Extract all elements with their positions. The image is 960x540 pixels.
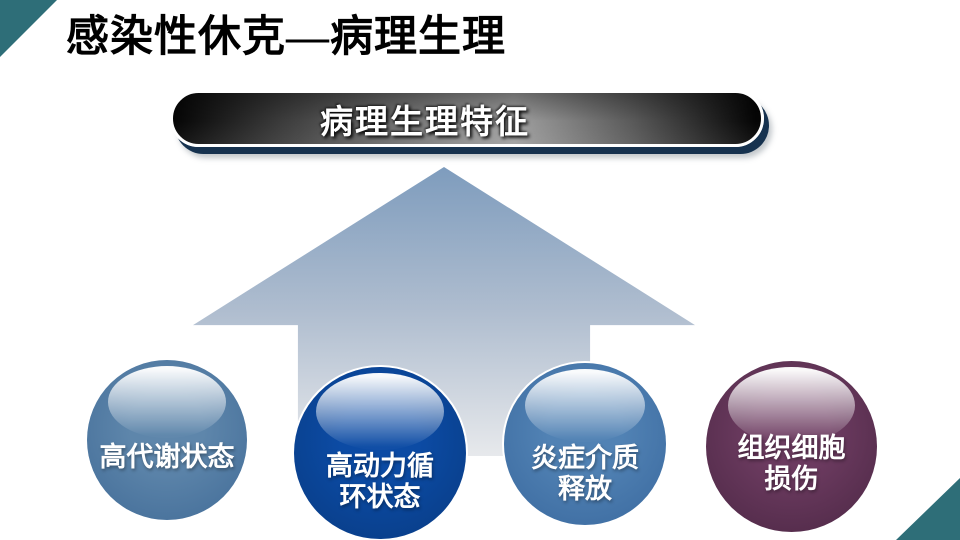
ball-hyperdynamic-circulation-state: 高动力循 环状态 bbox=[294, 367, 466, 539]
corner-accent-bottom-right bbox=[896, 478, 960, 540]
banner-label: 病理生理特征 bbox=[320, 104, 530, 141]
ball-label-line2: 损伤 bbox=[764, 463, 819, 494]
ball-tissue-cell-damage: 组织细胞 损伤 bbox=[706, 361, 877, 532]
ball-label-line2: 释放 bbox=[558, 473, 612, 504]
banner-pathophysiology-features: 病理生理特征 bbox=[170, 90, 764, 147]
ball-label: 高动力循 环状态 bbox=[294, 451, 466, 513]
ball-label: 组织细胞 损伤 bbox=[706, 433, 877, 495]
ball-label-line1: 组织细胞 bbox=[737, 433, 846, 463]
ball-label-line2: 环状态 bbox=[339, 481, 421, 512]
corner-accent-top-left bbox=[0, 0, 57, 57]
ball-hypermetabolic-state: 高代谢状态 bbox=[87, 360, 247, 520]
ball-label-line1: 高动力循 bbox=[326, 451, 434, 481]
ball-label: 高代谢状态 bbox=[87, 442, 247, 473]
ball-label-line1: 炎症介质 bbox=[531, 443, 639, 473]
ball-label: 炎症介质 释放 bbox=[504, 443, 666, 505]
ball-inflammatory-mediator-release: 炎症介质 释放 bbox=[504, 363, 666, 525]
ball-label-line1: 高代谢状态 bbox=[99, 442, 235, 472]
slide-title: 感染性休克—病理生理 bbox=[66, 14, 506, 61]
